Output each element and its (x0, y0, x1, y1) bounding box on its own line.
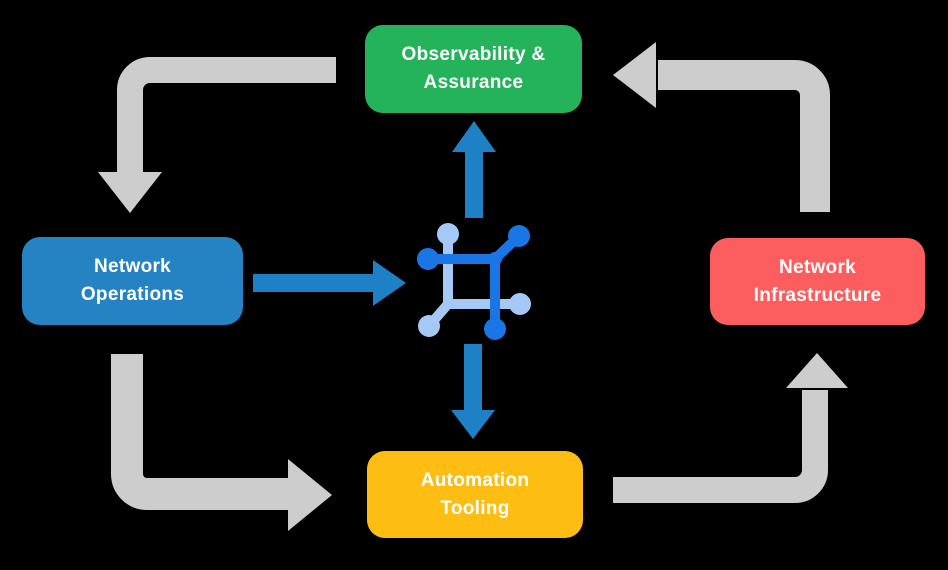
arrow-infrastructure-to-observability (613, 42, 830, 212)
node-observability-assurance: Observability & Assurance (365, 25, 582, 113)
node-network-operations: Network Operations (22, 237, 243, 325)
arrow-operations-to-automation (111, 354, 332, 531)
network-mesh-icon-primary (417, 225, 530, 340)
node-automation-tooling: Automation Tooling (367, 451, 583, 538)
arrow-hub-to-automation (451, 344, 495, 439)
arrow-observability-to-operations (98, 57, 336, 213)
node-network-infrastructure: Network Infrastructure (710, 238, 925, 325)
arrow-operations-to-hub (253, 260, 406, 306)
arrow-automation-to-infrastructure (613, 353, 848, 503)
network-mesh-icon (417, 223, 531, 340)
arrow-hub-to-observability (452, 121, 496, 218)
